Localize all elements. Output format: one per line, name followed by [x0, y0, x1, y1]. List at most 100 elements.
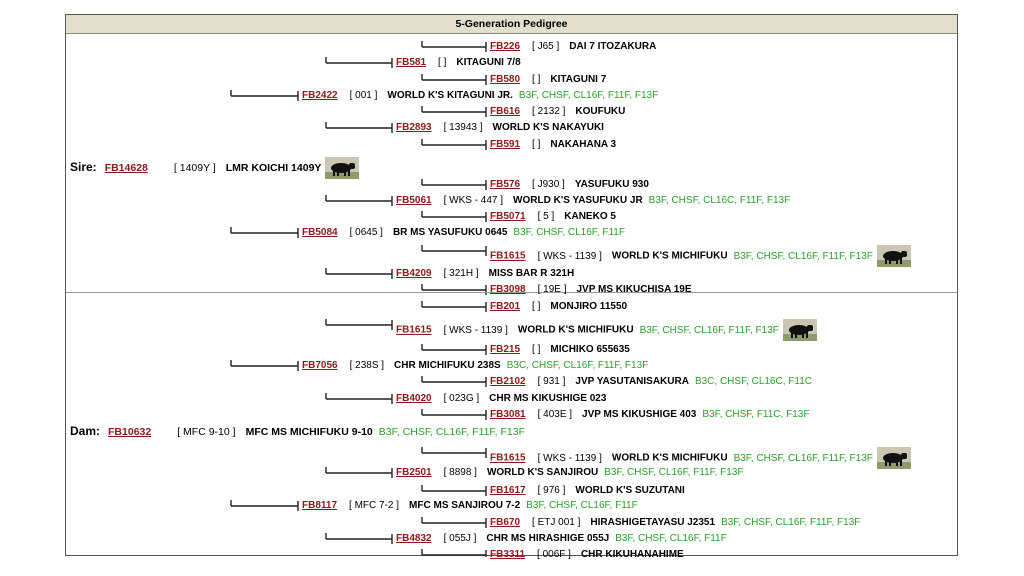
animal-name: WORLD K'S MICHIFUKU: [611, 250, 728, 262]
animal-id-link[interactable]: FB1615: [490, 452, 526, 464]
sire-row-fb580: FB580[ ]KITAGUNI 7: [490, 74, 606, 86]
genetic-traits: B3C, CHSF, CL16F, F11F, F13F: [506, 360, 649, 371]
animal-id-link[interactable]: FB4832: [396, 533, 432, 544]
cattle-photo-icon[interactable]: [876, 447, 911, 469]
animal-id-link[interactable]: FB1615: [490, 250, 526, 262]
registration-number: [ 238S ]: [349, 360, 385, 371]
sire-label: Sire:: [70, 159, 97, 174]
pedigree-panel: 5-Generation Pedigree FB226[ J65 ]DAI 7 …: [65, 14, 958, 560]
registration-number: [ 19E ]: [537, 284, 567, 295]
genetic-traits: B3C, CHSF, CL16C, F11C: [694, 376, 813, 387]
animal-id-link[interactable]: FB2102: [490, 376, 526, 387]
animal-id-link[interactable]: FB2501: [396, 467, 432, 478]
animal-id-link[interactable]: FB215: [490, 344, 521, 355]
animal-name: KITAGUNI 7: [550, 74, 607, 85]
sire-row-fb2893: FB2893 [ 13943 ] WORLD K'S NAKAYUKI: [396, 122, 604, 134]
animal-id-link[interactable]: FB3311: [490, 549, 526, 560]
animal-id-link[interactable]: FB10632: [108, 426, 152, 438]
animal-name: WORLD K'S KITAGUNI JR.: [387, 90, 513, 101]
animal-name: KANEKO 5: [564, 211, 616, 222]
genetic-traits: B3F, CHSF, CL16F, F11F, F13F: [604, 467, 744, 478]
sire-row-fb591: FB591[ ]NAKAHANA 3: [490, 139, 616, 151]
registration-number: [ WKS - 1139 ]: [537, 452, 602, 464]
animal-id-link[interactable]: FB2422: [302, 90, 338, 101]
animal-id-link[interactable]: FB2893: [396, 122, 432, 133]
pedigree-connector-lines: [230, 41, 487, 557]
cattle-photo-icon[interactable]: [876, 245, 911, 267]
registration-number: [ ]: [532, 301, 541, 312]
animal-name: CHR MS HIRASHIGE 055J: [486, 533, 610, 544]
sire-dam-divider: [66, 292, 957, 293]
dam-row-fb4832: FB4832 [ 055J ] CHR MS HIRASHIGE 055J B3F, …: [396, 533, 727, 545]
sire-row-fb14628: Sire:FB14628[ 1409Y ]LMR KOICHI 1409Y: [70, 157, 360, 179]
genetic-traits: B3F, CHSF, CL16F, F11F, F13F: [639, 324, 779, 336]
registration-number: [ 023G ]: [443, 393, 480, 404]
cattle-photo-icon[interactable]: [325, 157, 360, 179]
animal-id-link[interactable]: FB1617: [490, 485, 526, 496]
genetic-traits: B3F, CHSF, CL16F, F11F, F13F: [518, 90, 659, 101]
registration-number: [ WKS - 447 ]: [443, 195, 504, 206]
registration-number: [ WKS - 1139 ]: [443, 324, 508, 336]
registration-number: [ WKS - 1139 ]: [537, 250, 602, 262]
animal-id-link[interactable]: FB4020: [396, 393, 432, 404]
animal-id-link[interactable]: FB591: [490, 139, 521, 150]
genetic-traits: B3F, CHSF, CL16F, F11F, F13F: [733, 250, 873, 262]
animal-name: CHR MS KIKUSHIGE 023: [489, 393, 607, 404]
animal-id-link[interactable]: FB580: [490, 74, 521, 85]
animal-name: JVP MS KIKUSHIGE 403: [582, 409, 697, 420]
sire-row-fb581: FB581 [ ] KITAGUNI 7/8: [396, 57, 521, 69]
animal-id-link[interactable]: FB3098: [490, 284, 526, 295]
sire-row-fb1615: FB1615 [ WKS - 1139 ] WORLD K'S MICHIFUKU B…: [490, 245, 911, 267]
animal-id-link[interactable]: FB5061: [396, 195, 432, 206]
sire-row-fb2422: FB2422[ 001 ]WORLD K'S KITAGUNI JR.B3F, …: [302, 90, 658, 102]
animal-id-link[interactable]: FB4209: [396, 268, 432, 279]
animal-name: KITAGUNI 7/8: [456, 57, 521, 68]
registration-number: [ J930 ]: [532, 179, 565, 190]
dam-label: Dam:: [70, 424, 101, 438]
animal-id-link[interactable]: FB670: [490, 517, 521, 528]
animal-id-link[interactable]: FB576: [490, 179, 521, 190]
animal-id-link[interactable]: FB5084: [302, 227, 338, 238]
sire-row-fb4209: FB4209[ 321H ]MISS BAR R 321H: [396, 268, 574, 280]
registration-number: [ 5 ]: [537, 211, 555, 222]
animal-id-link[interactable]: FB581: [396, 57, 427, 68]
animal-name: BR MS YASUFUKU 0645: [392, 227, 508, 238]
registration-number: [ 8898 ]: [443, 467, 477, 478]
animal-name: MFC MS MICHIFUKU 9-10: [245, 426, 373, 438]
animal-id-link[interactable]: FB201: [490, 301, 521, 312]
animal-id-link[interactable]: FB226: [490, 41, 521, 52]
animal-id-link[interactable]: FB5071: [490, 211, 526, 222]
genetic-traits: B3F, CHSF, CL16F, F11F: [526, 500, 638, 511]
dam-row-fb10632: Dam:FB10632[ MFC 9-10 ]MFC MS MICHIFUKU …: [70, 424, 526, 438]
animal-id-link[interactable]: FB1615: [396, 324, 432, 336]
dam-row-fb1617: FB1617[ 976 ]WORLD K'S SUZUTANI: [490, 485, 685, 497]
registration-number: [ 13943 ]: [443, 122, 483, 133]
registration-number: [ MFC 7-2 ]: [349, 500, 400, 511]
animal-name: MONJIRO 11550: [550, 301, 628, 312]
sire-row-fb3098: FB3098[ 19E ]JVP MS KIKUCHISA 19E: [490, 284, 692, 296]
sire-row-fb5071: FB5071 [ 5 ] KANEKO 5: [490, 211, 616, 223]
animal-name: YASUFUKU 930: [574, 179, 649, 190]
genetic-traits: B3F, CHSF, CL16C, F11F, F13F: [648, 195, 791, 206]
animal-name: MFC MS SANJIROU 7-2: [409, 500, 521, 511]
animal-name: WORLD K'S MICHIFUKU: [611, 452, 728, 464]
animal-name: WORLD K'S NAKAYUKI: [492, 122, 604, 133]
registration-number: [ 2132 ]: [532, 106, 566, 117]
animal-name: KOUFUKU: [575, 106, 626, 117]
cattle-photo-icon[interactable]: [782, 319, 817, 341]
animal-id-link[interactable]: FB7056: [302, 360, 338, 371]
animal-id-link[interactable]: FB616: [490, 106, 521, 117]
dam-row-fb4020: FB4020 [ 023G ] CHR MS KIKUSHIGE 023: [396, 393, 606, 405]
animal-id-link[interactable]: FB8117: [302, 500, 338, 511]
registration-number: [ ]: [438, 57, 447, 68]
registration-number: [ 1409Y ]: [173, 161, 216, 174]
genetic-traits: B3F, CHSF, CL16F, F11F, F13F: [378, 426, 526, 438]
animal-name: CHR KIKUHANAHIME: [580, 549, 684, 560]
genetic-traits: B3F, CHSF, CL16F, F11F: [615, 533, 727, 544]
registration-number: [ 055J ]: [443, 533, 477, 544]
animal-id-link[interactable]: FB3081: [490, 409, 526, 420]
animal-id-link[interactable]: FB14628: [104, 161, 148, 174]
